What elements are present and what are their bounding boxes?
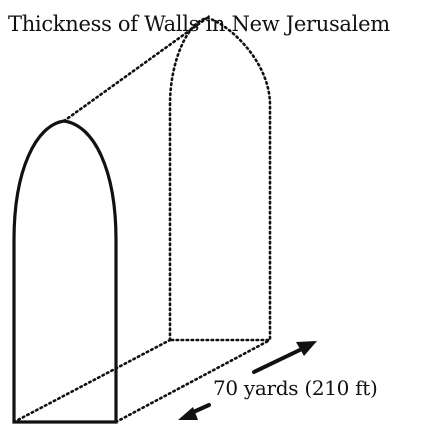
- diagram-title: Thickness of Walls in New Jerusalem: [8, 12, 390, 36]
- bottom-left-connector-line: [12, 338, 172, 424]
- top-connector-line: [62, 16, 209, 123]
- bottom-right-connector-line: [114, 338, 272, 424]
- front-wall-outline: [12, 119, 118, 424]
- dimension-arrowhead-lower: [178, 407, 198, 420]
- dimension-label: 70 yards (210 ft): [213, 376, 378, 400]
- dimension-arrowhead-upper: [296, 341, 317, 356]
- back-wall-outline: [168, 16, 272, 342]
- dimension-arrow-upper-shaft: [252, 345, 308, 374]
